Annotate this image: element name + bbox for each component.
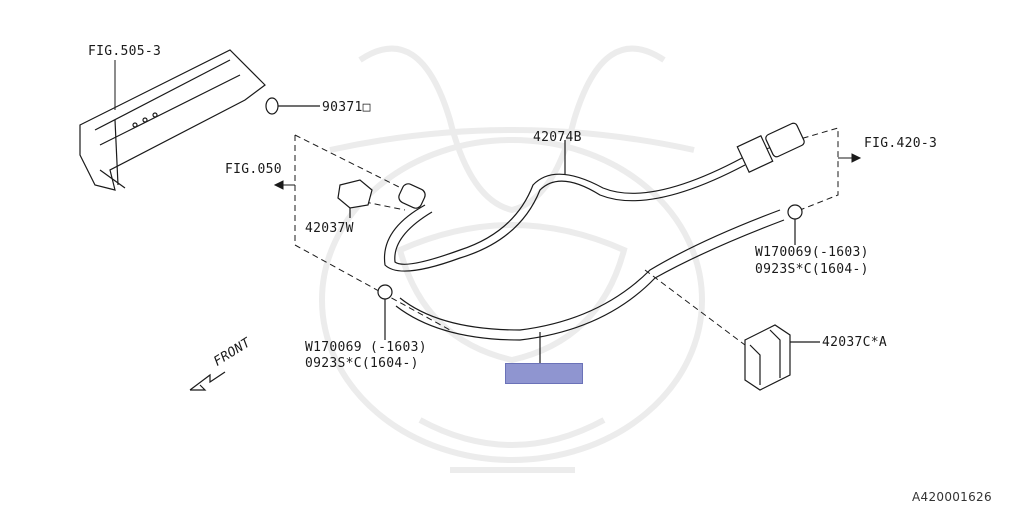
hose-42074b bbox=[383, 122, 805, 272]
fig-420-3-label[interactable]: FIG.420-3 bbox=[864, 136, 938, 151]
clamp-left bbox=[377, 284, 393, 340]
part-42037ca-label[interactable]: 42037C*A bbox=[822, 335, 888, 350]
fig-050-label[interactable]: FIG.050 bbox=[225, 162, 282, 177]
front-arrow-icon bbox=[189, 371, 226, 391]
highlighted-part-box[interactable] bbox=[505, 363, 583, 384]
clamp-left-label-2[interactable]: 0923S*C(1604-) bbox=[305, 356, 419, 371]
fig-050-arrow bbox=[273, 180, 295, 190]
clip-90371 bbox=[265, 97, 320, 115]
fig-420-3-arrow bbox=[838, 153, 862, 163]
dashed-leaders bbox=[294, 127, 839, 346]
clip-42037w bbox=[337, 179, 373, 218]
hose-lower bbox=[395, 209, 785, 363]
clip-42037ca bbox=[744, 324, 820, 391]
crossmember-bracket bbox=[79, 49, 266, 191]
part-90371-label[interactable]: 90371□ bbox=[322, 100, 371, 115]
watermark-crest bbox=[319, 45, 705, 473]
clamp-right-label-2[interactable]: 0923S*C(1604-) bbox=[755, 262, 869, 277]
clamp-right-label-1[interactable]: W170069(-1603) bbox=[755, 245, 869, 260]
part-42074b-label[interactable]: 42074B bbox=[533, 130, 582, 145]
part-42037w-label[interactable]: 42037W bbox=[305, 221, 354, 236]
clamp-left-label-1[interactable]: W170069 (-1603) bbox=[305, 340, 427, 355]
clamp-right bbox=[787, 204, 803, 245]
diagram-id: A420001626 bbox=[912, 490, 992, 504]
fig-505-3-label[interactable]: FIG.505-3 bbox=[88, 44, 162, 59]
